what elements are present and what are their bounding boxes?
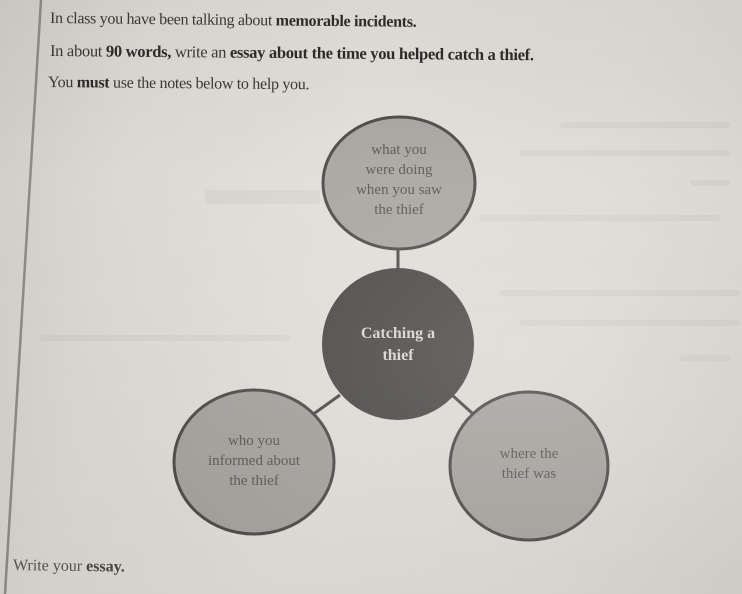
central-topic-line: thief <box>382 347 414 364</box>
central-topic-line: Catching a <box>360 325 436 342</box>
bleed-through-mark <box>520 150 730 156</box>
note-left-text: who you informed about the thief <box>179 431 329 491</box>
note-bubble-top <box>321 115 477 251</box>
note-line: the thief <box>374 202 424 218</box>
note-right-text: where the thief was <box>459 444 599 484</box>
bleed-through-mark <box>500 290 740 296</box>
note-line: thief was <box>501 466 557 482</box>
bleed-through-mark <box>560 122 730 128</box>
note-top-text: what you were doing when you saw the thi… <box>329 140 469 220</box>
bleed-through-mark <box>480 215 720 221</box>
central-topic-bubble <box>322 268 474 420</box>
write-essay-prompt: Write your essay. <box>13 557 125 577</box>
note-line: were doing <box>365 162 433 178</box>
prompt-emphasis: essay. <box>85 558 125 576</box>
bleed-through-mark <box>40 335 290 341</box>
connector-right <box>450 393 474 415</box>
note-line: what you <box>371 142 427 158</box>
central-topic-text: Catching a thief <box>328 323 468 367</box>
note-line: when you saw <box>356 182 442 198</box>
note-bubble-right <box>448 390 610 542</box>
note-line: informed about <box>207 453 301 469</box>
note-bubble-left <box>172 388 336 536</box>
bleed-through-mark <box>520 320 740 326</box>
bleed-through-mark <box>680 355 730 361</box>
connector-left <box>311 393 341 417</box>
note-line: the thief <box>229 473 279 489</box>
bleed-through-mark <box>205 190 320 204</box>
note-line: where the <box>499 446 559 462</box>
note-line: who you <box>227 433 281 449</box>
prompt-text: Write your <box>12 557 87 576</box>
bleed-through-mark <box>690 180 730 186</box>
